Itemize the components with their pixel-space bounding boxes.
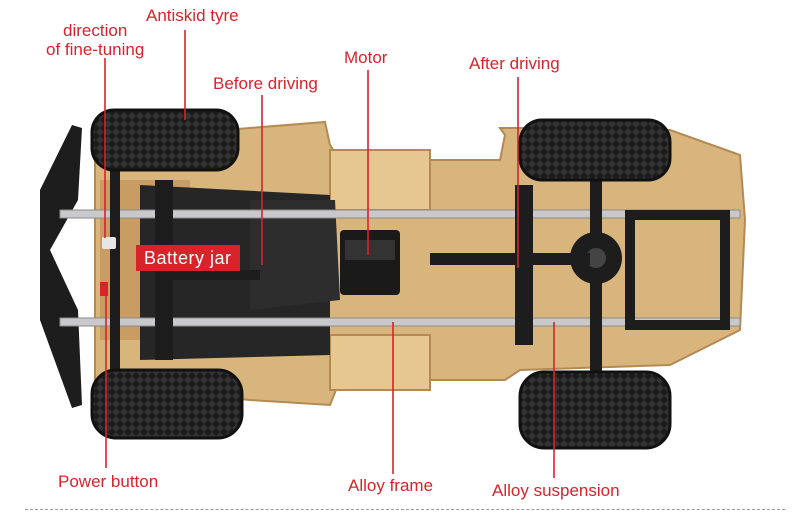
before-driving-label: Before driving	[213, 74, 318, 93]
rear-left-tyre	[518, 118, 672, 182]
front-bumper	[40, 125, 82, 408]
direction-label: direction of fine-tuning	[46, 21, 144, 59]
motor-block	[340, 230, 400, 295]
leader-lines	[104, 30, 555, 478]
rear-axle	[430, 170, 730, 380]
fine-tuning-knob	[102, 237, 116, 249]
direction-label-line1: direction	[63, 21, 128, 40]
after-driving-label: After driving	[469, 54, 560, 73]
alloy-suspension-label: Alloy suspension	[492, 481, 620, 500]
motor-label: Motor	[344, 48, 388, 67]
front-left-tyre	[90, 108, 240, 172]
alloy-frame	[59, 209, 741, 327]
alloy-frame-label: Alloy frame	[348, 476, 434, 495]
power-switch	[100, 282, 108, 296]
front-right-tyre	[90, 368, 244, 440]
antiskid-tyre-label: Antiskid tyre	[146, 6, 239, 25]
tyres	[90, 108, 672, 450]
dashed-divider	[25, 509, 785, 510]
battery-jar-label: Battery jar	[136, 245, 240, 271]
direction-label-line2: of fine-tuning	[46, 40, 145, 59]
power-button-label: Power button	[58, 472, 159, 491]
rear-right-tyre	[518, 370, 672, 450]
